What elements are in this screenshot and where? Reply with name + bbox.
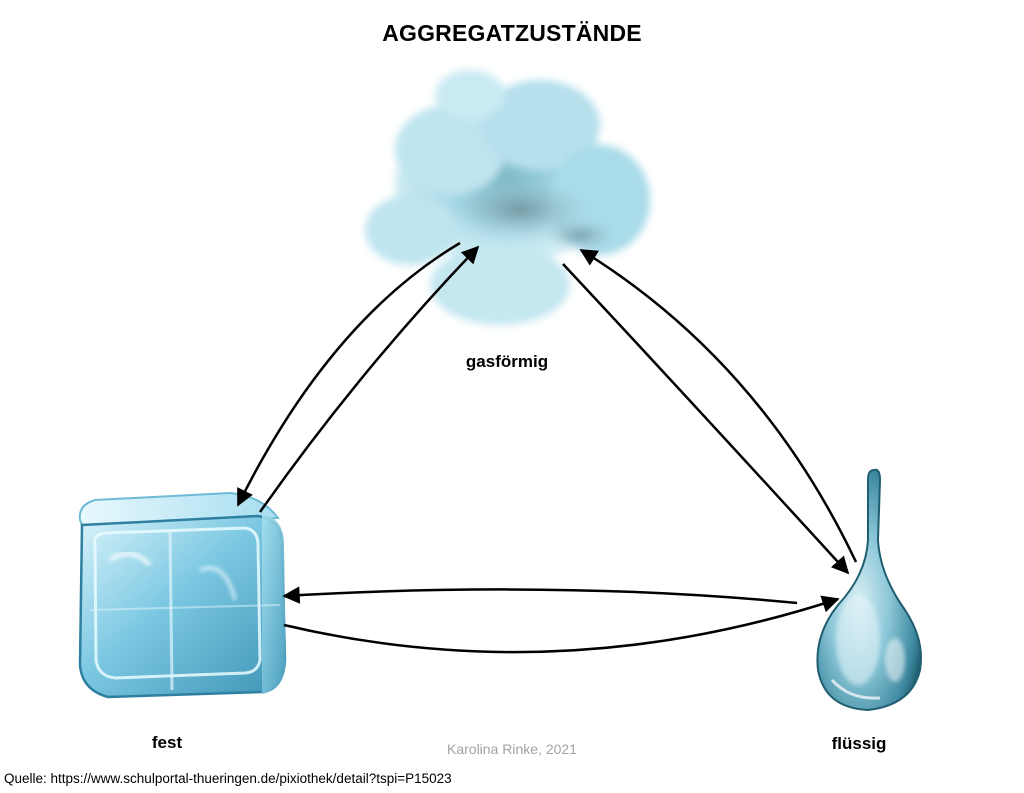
page-title: AGGREGATZUSTÄNDE	[382, 20, 642, 46]
label-solid: fest	[151, 733, 183, 752]
arrow-liquid-to-gas	[579, 248, 858, 563]
label-gas: gasförmig	[465, 352, 549, 371]
source-note: Quelle: https://www.schulportal-thuering…	[4, 771, 452, 786]
label-liquid: flüssig	[831, 734, 887, 753]
ice-cube-icon	[78, 491, 287, 699]
arrow-liquid-to-solid	[282, 586, 798, 605]
author-credit: Karolina Rinke, 2021	[447, 741, 577, 757]
arrow-solid-to-liquid	[283, 595, 840, 654]
arrow-gas-to-solid	[236, 241, 461, 507]
cloud-icon	[365, 70, 650, 325]
transition-arrows	[236, 241, 858, 654]
water-drop-icon	[816, 468, 922, 712]
arrow-solid-to-gas	[258, 245, 480, 513]
arrow-gas-to-liquid	[562, 263, 850, 575]
